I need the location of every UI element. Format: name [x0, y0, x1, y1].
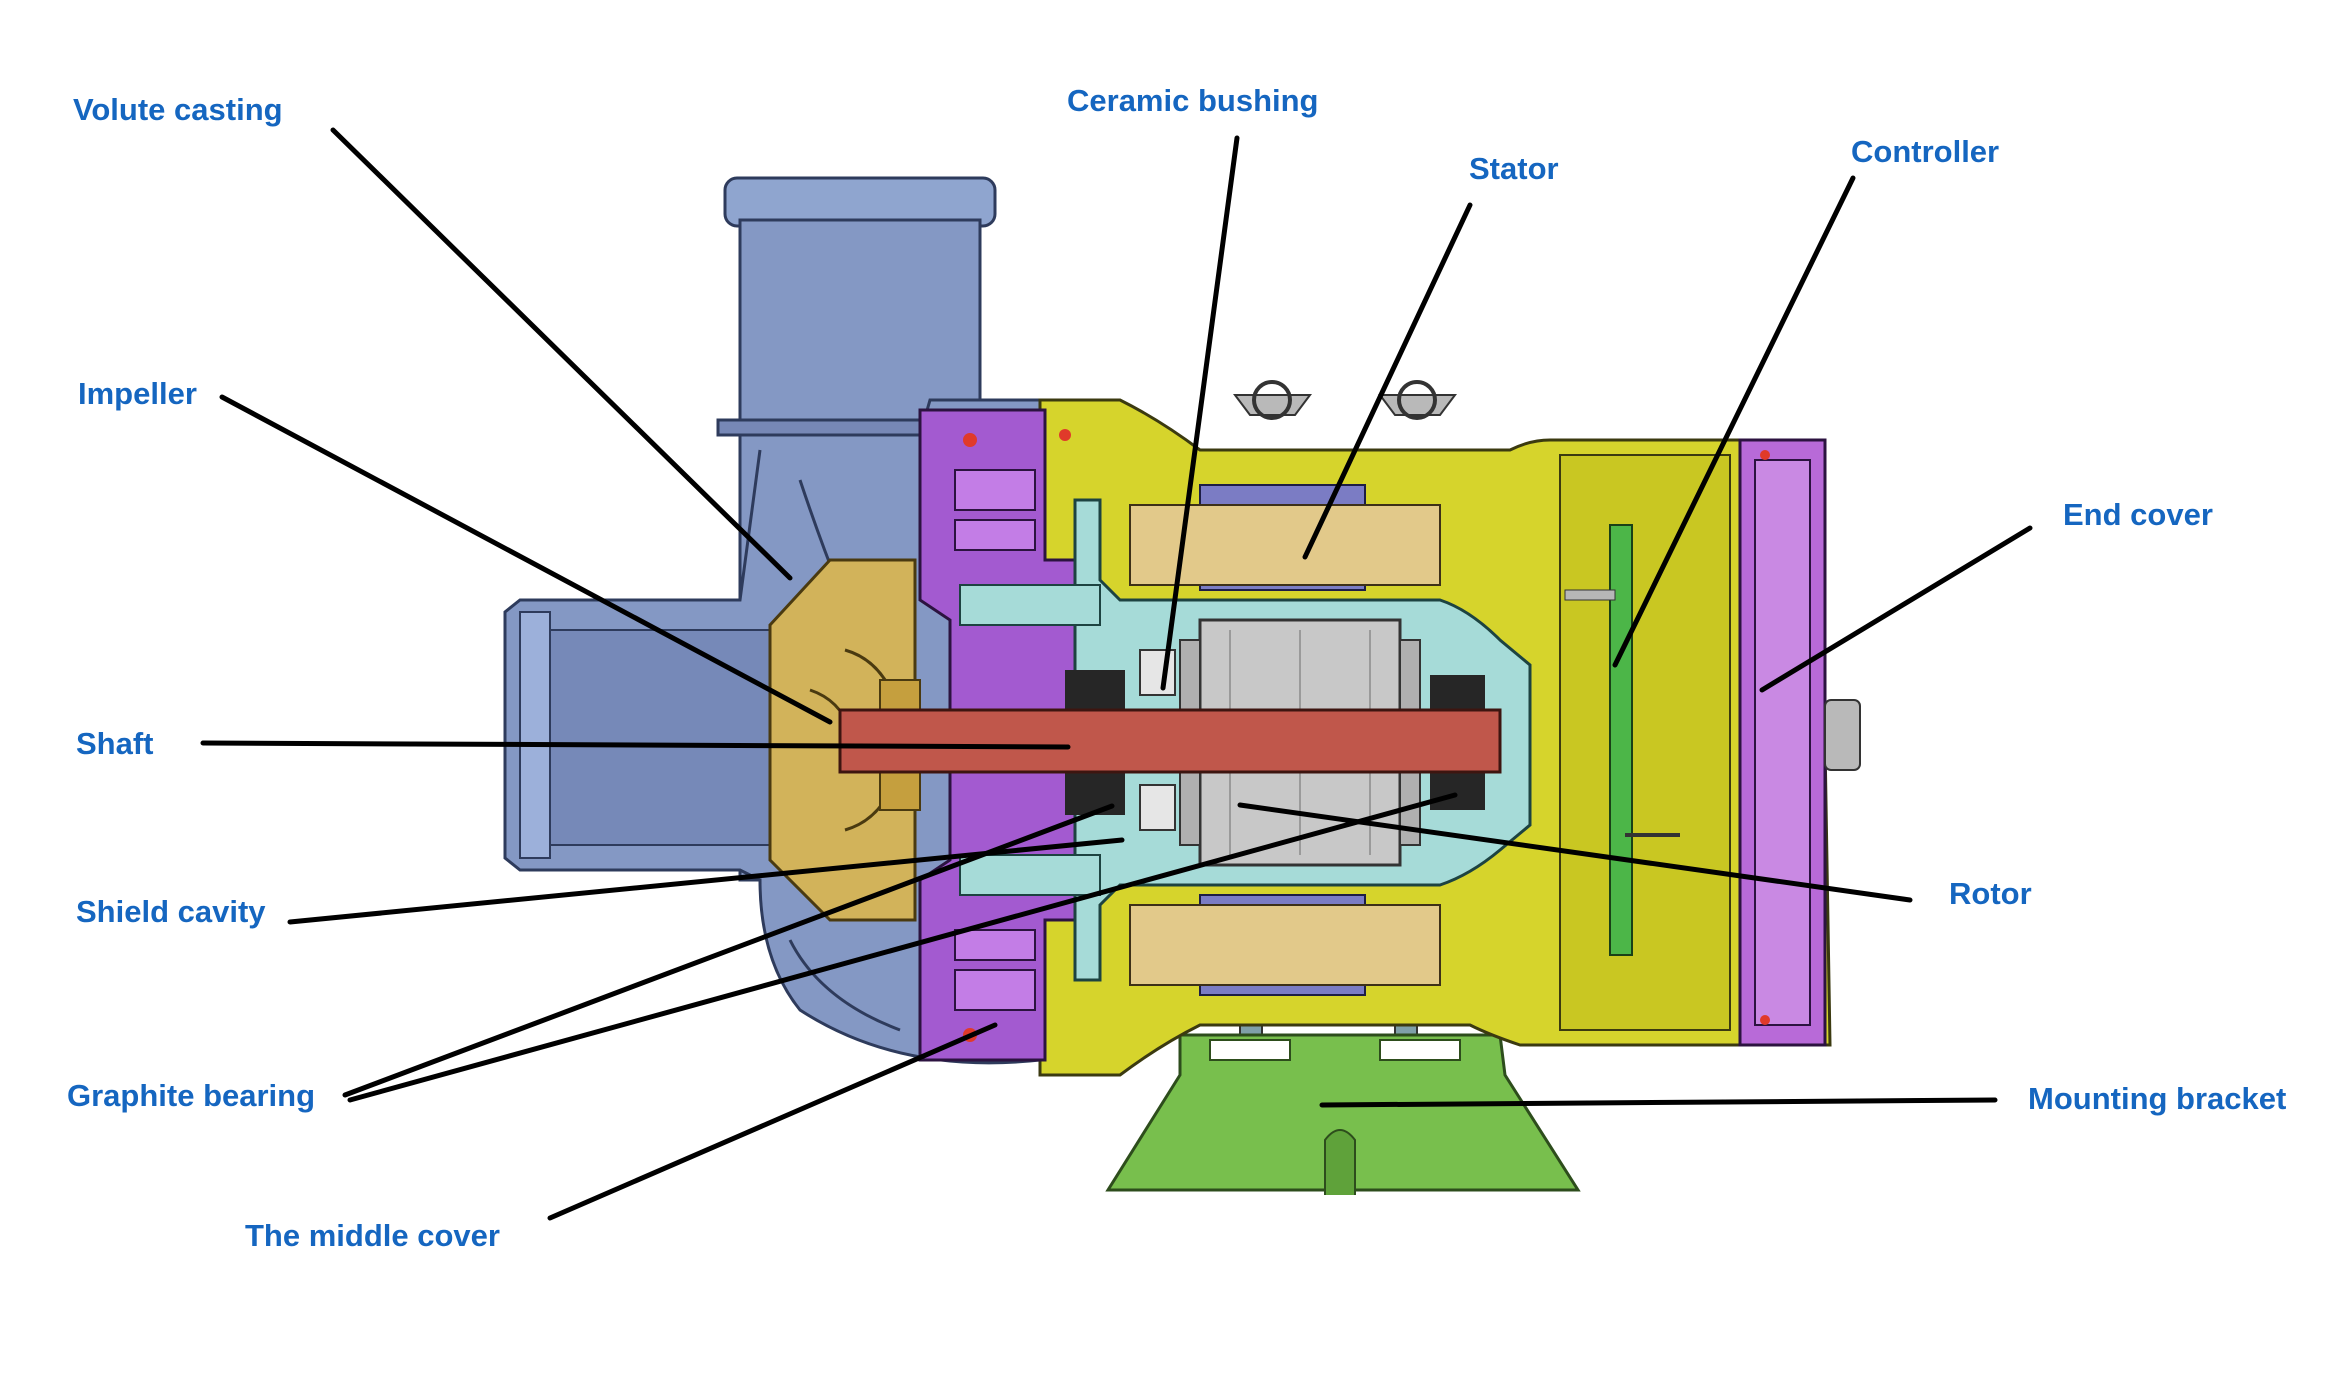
leader-line-impeller	[219, 394, 833, 725]
leader-line-rotor	[1237, 802, 1913, 903]
pump-illustration	[503, 176, 1861, 1195]
label-ceramic-bushing: Ceramic bushing	[1067, 83, 1319, 118]
leader-line-middle-cover	[547, 1022, 998, 1221]
leader-line-volute-casting	[330, 127, 793, 581]
shaft	[838, 708, 1502, 774]
leader-line-shaft	[200, 740, 1071, 750]
label-end-cover: End cover	[2063, 497, 2213, 532]
label-graphite-bearing: Graphite bearing	[67, 1078, 315, 1113]
mounting-bracket	[1105, 1009, 1581, 1195]
label-stator: Stator	[1469, 151, 1559, 186]
label-mounting-bracket: Mounting bracket	[2028, 1081, 2286, 1116]
ceramic-bushing	[1139, 649, 1176, 831]
graphite-bearings	[1065, 670, 1485, 815]
controller-pcb	[1564, 524, 1680, 956]
leader-line-mounting-bracket	[1319, 1097, 1998, 1108]
label-volute-casting: Volute casting	[73, 92, 283, 127]
label-controller: Controller	[1851, 134, 1999, 169]
leader-line-ceramic-bushing	[1160, 135, 1240, 691]
labels: Volute casting Impeller Shaft Shield cav…	[67, 83, 2286, 1253]
leader-lines	[200, 127, 2033, 1221]
label-shaft: Shaft	[76, 726, 154, 761]
label-shield-cavity: Shield cavity	[76, 894, 266, 929]
stator	[1129, 380, 1457, 996]
leader-line-graphite-bearing-2	[347, 792, 1458, 1103]
leader-line-graphite-bearing-1	[342, 803, 1115, 1098]
label-middle-cover: The middle cover	[245, 1218, 500, 1253]
label-impeller: Impeller	[78, 376, 197, 411]
label-rotor: Rotor	[1949, 876, 2032, 911]
leader-line-stator	[1302, 202, 1473, 560]
end-cover	[1738, 438, 1861, 1047]
leader-line-end-cover	[1759, 525, 2033, 693]
leader-line-controller	[1612, 175, 1856, 668]
